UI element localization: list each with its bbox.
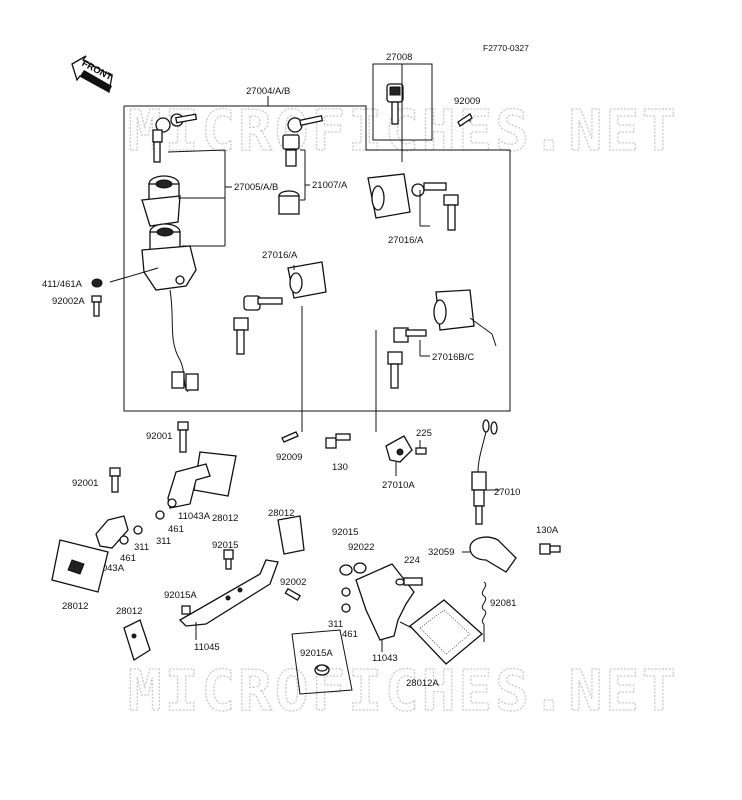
- label-27016bc: 27016B/C: [432, 352, 474, 363]
- label-27010a: 27010A: [382, 480, 415, 491]
- label-311-left: 311: [134, 542, 149, 553]
- reflector-28012a-icon: [409, 599, 483, 665]
- nut-461-mid-icon: [341, 603, 351, 613]
- watermark-bottom: MICROFICHES.NET: [128, 659, 679, 724]
- spring-icon: [481, 581, 487, 642]
- brake-light-switch-icon: [471, 419, 498, 525]
- diagram-code: F2770-0327: [483, 43, 529, 53]
- label-92081: 92081: [490, 598, 516, 609]
- bolt-92015-left-icon: [223, 549, 234, 570]
- label-21007: 21007/A: [312, 180, 348, 191]
- label-130a: 130A: [536, 525, 559, 536]
- helmet-lock-icon: [233, 261, 327, 355]
- tank-lock-icon: [387, 289, 497, 389]
- grommet-icon: [314, 664, 330, 676]
- label-92002: 92002: [280, 577, 306, 588]
- label-92015-mid: 92015: [332, 527, 358, 538]
- switch-spring-bracket-icon: [469, 536, 517, 573]
- label-27005: 27005/A/B: [234, 182, 278, 193]
- bracket-11045-icon: [178, 559, 279, 627]
- label-11043a-top: 11043A: [178, 511, 211, 522]
- label-92015a-box: 92015A: [300, 648, 333, 659]
- washer-311-top-icon: [155, 510, 165, 520]
- label-27010: 27010: [494, 487, 520, 498]
- bolt-92002-icon: [284, 587, 301, 601]
- switch-bracket-icon: [385, 435, 427, 463]
- label-11045: 11045: [194, 642, 220, 653]
- washer-311-mid-icon: [341, 587, 351, 597]
- label-11043a-left: 11043A: [92, 563, 125, 574]
- screw-92009-top-icon: [457, 113, 473, 127]
- label-28012-left: 28012: [62, 601, 88, 612]
- label-92015-left: 92015: [212, 540, 238, 551]
- reflector-28012-mid-icon: [277, 515, 305, 555]
- lock-cylinder-icon: [278, 114, 324, 215]
- label-461-top: 461: [168, 524, 184, 535]
- label-92001-top: 92001: [146, 431, 172, 442]
- label-92015a-left: 92015A: [164, 590, 197, 601]
- leader-lines-top: [109, 64, 471, 432]
- label-92022: 92022: [348, 542, 374, 553]
- label-311-mid: 311: [328, 619, 343, 630]
- front-arrow-icon: FRONT: [71, 55, 114, 94]
- label-92009-bottom: 92009: [276, 452, 302, 463]
- label-411-461a: 411/461A: [42, 279, 83, 290]
- bolt-130a-icon: [539, 543, 561, 555]
- bolt-224-icon: [395, 577, 423, 586]
- ignition-keys-icon: [152, 113, 198, 163]
- label-92002a: 92002A: [52, 296, 85, 307]
- label-11043: 11043: [372, 653, 398, 664]
- label-32059: 32059: [428, 547, 454, 558]
- ignition-switch-lower-icon: [141, 223, 199, 393]
- bolt-130-icon: [325, 433, 351, 449]
- label-225: 225: [416, 428, 432, 439]
- washer-311-left-icon: [133, 525, 143, 535]
- label-28012-top: 28012: [212, 513, 238, 524]
- label-28012a: 28012A: [406, 678, 439, 689]
- bolt-92001-left-icon: [109, 467, 121, 493]
- nut-461-left-icon: [119, 535, 129, 545]
- label-27016a-mid: 27016/A: [262, 250, 298, 261]
- bracket-11043-icon: [355, 563, 415, 641]
- label-27004: 27004/A/B: [246, 86, 290, 97]
- label-27008: 27008: [386, 52, 412, 63]
- label-27016a-right: 27016/A: [388, 235, 424, 246]
- reflector-28012-left-icon: [51, 539, 109, 593]
- label-224: 224: [404, 555, 420, 566]
- leader-28012a: [399, 621, 413, 629]
- main-assembly-box: [123, 96, 511, 412]
- label-461-left: 461: [120, 553, 136, 564]
- label-92009-top: 92009: [454, 96, 480, 107]
- label-130: 130: [332, 462, 348, 473]
- nut-461-top-icon: [167, 498, 177, 508]
- ignition-switch-upper-icon: [141, 175, 181, 227]
- key-blank-icon: [386, 83, 404, 125]
- bolt-92002a-icon: [91, 295, 102, 317]
- bracket-11043a-top-icon: [167, 463, 211, 509]
- screw-92009-bottom-icon: [281, 431, 299, 443]
- bolt-92015a-icon: [181, 605, 191, 615]
- bolt-92001-top-icon: [177, 421, 189, 453]
- label-28012-mid: 28012: [268, 508, 294, 519]
- label-311-top: 311: [156, 536, 171, 547]
- watermark-top: MICROFICHES.NET: [128, 99, 679, 164]
- label-461-mid: 461: [342, 629, 358, 640]
- label-28012-bottom: 28012: [116, 606, 142, 617]
- washer-icon: [91, 278, 103, 288]
- nut-92015-mid-icon: [339, 564, 353, 576]
- seat-lock-icon: [367, 173, 459, 231]
- grommet-box: [291, 629, 353, 695]
- washer-92022-icon: [353, 562, 367, 574]
- label-92001-left: 92001: [72, 478, 98, 489]
- reflector-28012-bottom-icon: [123, 619, 151, 661]
- bracket-11043a-left-icon: [95, 515, 129, 549]
